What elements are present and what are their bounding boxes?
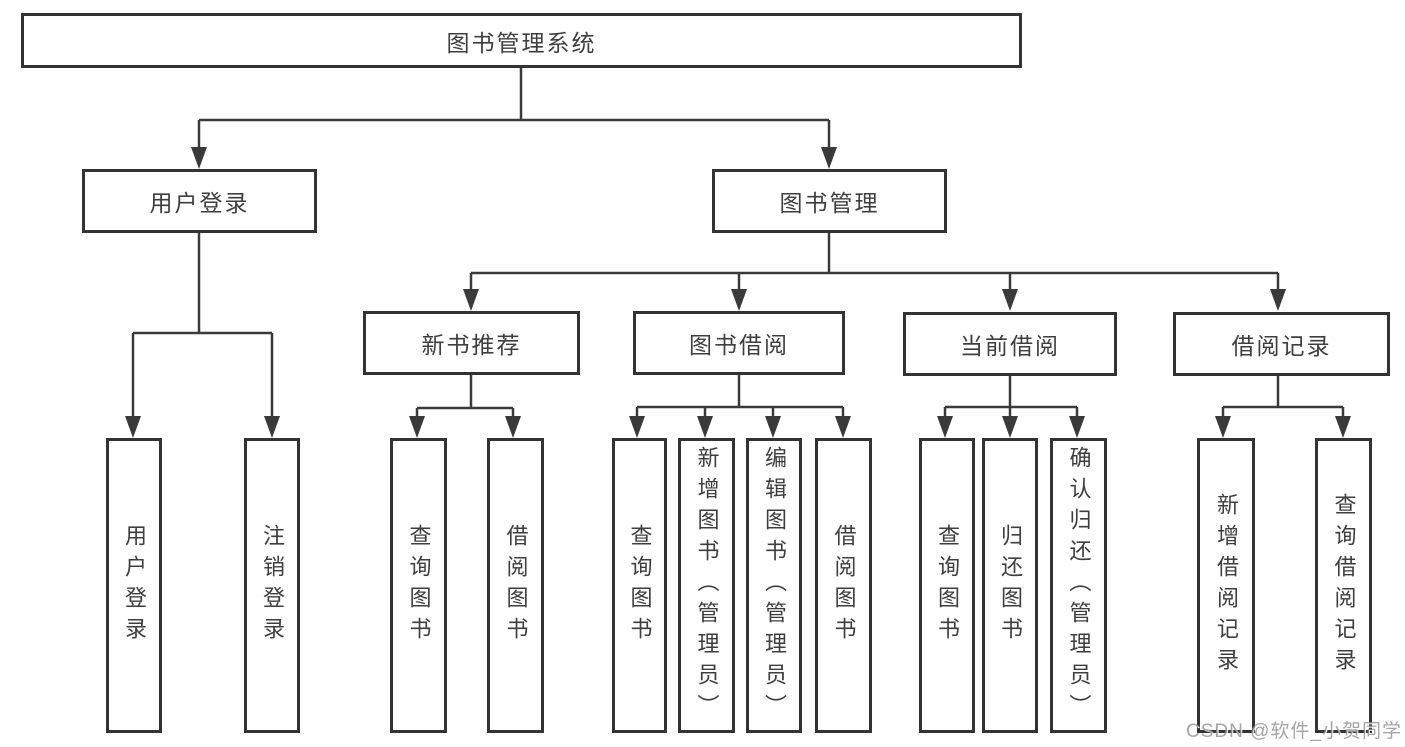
arrowhead-down-icon (1270, 289, 1286, 311)
arrowhead-down-icon (1002, 416, 1018, 438)
node-label: 借阅记录 (1231, 333, 1332, 359)
leaf-label: 查询图书 (935, 523, 960, 648)
node-new-book-recommend: 新书推荐 (363, 311, 580, 375)
node-label: 当前借阅 (960, 333, 1060, 359)
arrowhead-down-icon (697, 416, 713, 438)
leaf-add-book-admin: 新增图书（管理员） (678, 438, 735, 733)
arrowhead-down-icon (125, 416, 141, 438)
node-root-system: 图书管理系统 (21, 13, 1022, 68)
leaf-return-book: 归还图书 (982, 438, 1038, 733)
leaf-borrow-books-borrowing: 借阅图书 (815, 438, 872, 733)
leaf-label: 编辑图书（管理员） (762, 446, 787, 725)
node-book-management: 图书管理 (712, 169, 947, 233)
node-book-borrowing: 图书借阅 (633, 311, 845, 375)
leaf-label: 确认归还（管理员） (1066, 446, 1092, 725)
leaf-label: 新增借阅记录 (1214, 492, 1239, 679)
leaf-query-books-borrowing: 查询图书 (612, 438, 667, 733)
node-user-login-group: 用户登录 (82, 169, 317, 233)
node-current-borrowing: 当前借阅 (903, 312, 1117, 376)
leaf-user-login: 用户登录 (106, 438, 162, 733)
arrowhead-down-icon (505, 416, 521, 438)
arrowhead-down-icon (264, 416, 280, 438)
leaf-label: 借阅图书 (503, 523, 529, 648)
leaf-label: 查询图书 (627, 523, 653, 648)
leaf-label: 查询借阅记录 (1331, 492, 1357, 679)
node-label: 图书借阅 (689, 332, 789, 358)
arrowhead-down-icon (191, 147, 207, 169)
arrowhead-down-icon (409, 416, 425, 438)
leaf-query-books-recommend: 查询图书 (390, 438, 447, 733)
csdn-watermark: CSDN @软件_小贺同学 (1186, 721, 1402, 742)
node-root-label: 图书管理系统 (446, 29, 597, 56)
leaf-label: 注销登录 (260, 523, 285, 648)
leaf-label: 归还图书 (998, 523, 1023, 648)
arrowhead-down-icon (629, 416, 645, 438)
node-borrowing-records: 借阅记录 (1173, 312, 1390, 376)
arrowhead-down-icon (1215, 416, 1231, 438)
leaf-borrow-books-recommend: 借阅图书 (487, 438, 544, 733)
leaf-label: 查询图书 (406, 523, 432, 648)
arrowhead-down-icon (835, 416, 851, 438)
arrowhead-down-icon (731, 289, 747, 311)
node-label: 新书推荐 (421, 332, 522, 358)
node-label: 用户登录 (149, 190, 250, 216)
leaf-label: 新增图书（管理员） (694, 446, 720, 725)
arrowhead-down-icon (1002, 289, 1018, 311)
leaf-query-borrow-record: 查询借阅记录 (1315, 438, 1372, 733)
arrowhead-down-icon (1069, 416, 1085, 438)
node-label: 图书管理 (779, 190, 880, 216)
arrowhead-down-icon (937, 416, 953, 438)
arrowhead-down-icon (1335, 416, 1351, 438)
leaf-query-books-current: 查询图书 (919, 438, 975, 733)
arrowhead-down-icon (463, 289, 479, 311)
leaf-confirm-return-admin: 确认归还（管理员） (1050, 438, 1107, 733)
leaf-add-borrow-record: 新增借阅记录 (1197, 438, 1255, 733)
arrowhead-down-icon (765, 416, 781, 438)
leaf-edit-book-admin: 编辑图书（管理员） (746, 438, 802, 733)
arrowhead-down-icon (821, 147, 837, 169)
leaf-label: 借阅图书 (831, 523, 857, 648)
leaf-label: 用户登录 (122, 523, 147, 648)
leaf-logout: 注销登录 (244, 438, 300, 733)
